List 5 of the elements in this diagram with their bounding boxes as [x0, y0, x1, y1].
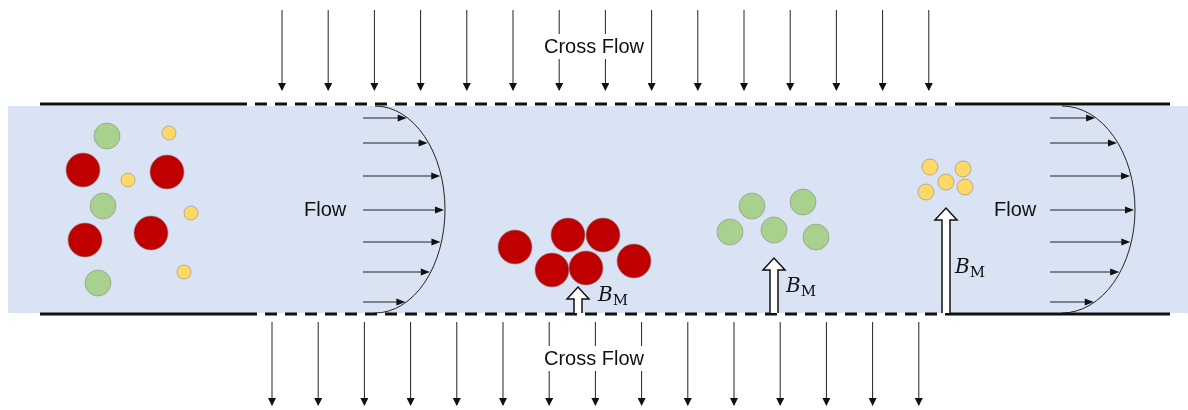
label: Flow — [994, 197, 1037, 222]
label: B$_{M}$ — [955, 254, 986, 279]
label: B$_{M}$ — [598, 282, 629, 307]
label: Flow — [304, 197, 347, 222]
label: B$_{M}$ — [786, 273, 817, 298]
